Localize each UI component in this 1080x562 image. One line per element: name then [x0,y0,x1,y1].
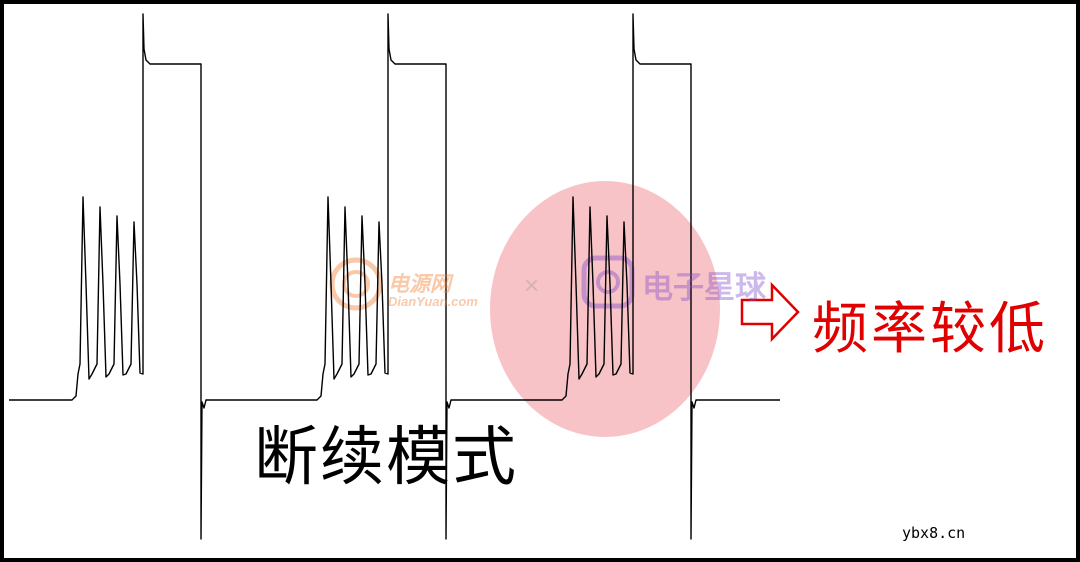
waveform-trace [9,13,780,540]
frequency-label: 频率较低 [812,297,1048,362]
watermark-dianyuan-cn: 电源网 [388,273,451,296]
watermark-separator: × [524,270,540,300]
site-label: ybx8.cn [902,524,966,542]
watermark-dianyuan-en: DianYuan.com [388,294,478,309]
dianyuan-logo-icon [329,257,383,311]
mode-label: 断续模式 [254,421,518,495]
waveform-svg [9,13,800,540]
dianzi-xingqiu-logo-icon [581,255,635,309]
watermark-dianzi-cn: 电子星球 [642,270,766,305]
hollow-right-arrow-icon [740,281,800,343]
